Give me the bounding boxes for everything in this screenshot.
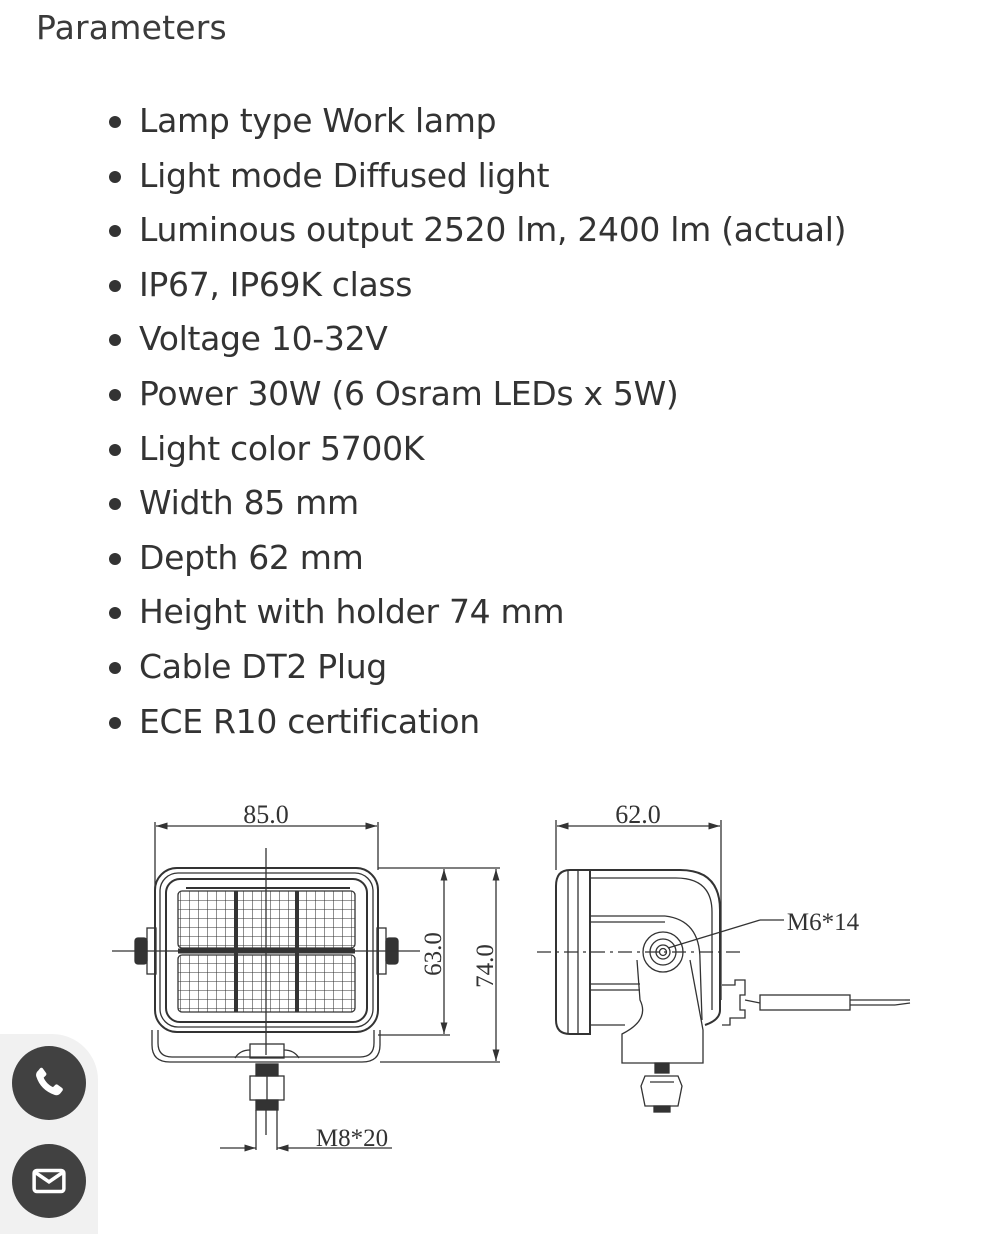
parameter-item: Light mode Diffused light [104, 149, 846, 204]
parameter-item: ECE R10 certification [104, 695, 846, 750]
parameter-item: Lamp type Work lamp [104, 94, 846, 149]
side-depth-dim: 62.0 [615, 800, 661, 829]
parameter-item: Light color 5700K [104, 422, 846, 477]
total-height-dim: 74.0 [472, 944, 499, 988]
section-title: Parameters [36, 8, 227, 47]
phone-icon [36, 1067, 63, 1096]
parameter-item: Power 30W (6 Osram LEDs x 5W) [104, 367, 846, 422]
lens-height-dim: 63.0 [420, 932, 447, 976]
parameter-item: IP67, IP69K class [104, 258, 846, 313]
pivot-label: M6*14 [787, 909, 860, 936]
front-view: 85.0 [112, 800, 500, 1152]
technical-drawing: 85.0 [0, 780, 1000, 1200]
parameter-list: Lamp type Work lamp Light mode Diffused … [104, 94, 846, 749]
bolt-label: M8*20 [316, 1125, 388, 1152]
mail-button[interactable] [12, 1144, 86, 1218]
parameter-item: Width 85 mm [104, 476, 846, 531]
parameter-item: Luminous output 2520 lm, 2400 lm (actual… [104, 203, 846, 258]
parameter-item: Voltage 10-32V [104, 312, 846, 367]
mail-icon [32, 1168, 66, 1194]
parameter-item: Depth 62 mm [104, 531, 846, 586]
parameter-item: Cable DT2 Plug [104, 640, 846, 695]
phone-button[interactable] [12, 1046, 86, 1120]
parameter-item: Height with holder 74 mm [104, 585, 846, 640]
front-width-dim: 85.0 [243, 800, 289, 829]
side-view: 62.0 M6*14 [537, 800, 911, 1113]
